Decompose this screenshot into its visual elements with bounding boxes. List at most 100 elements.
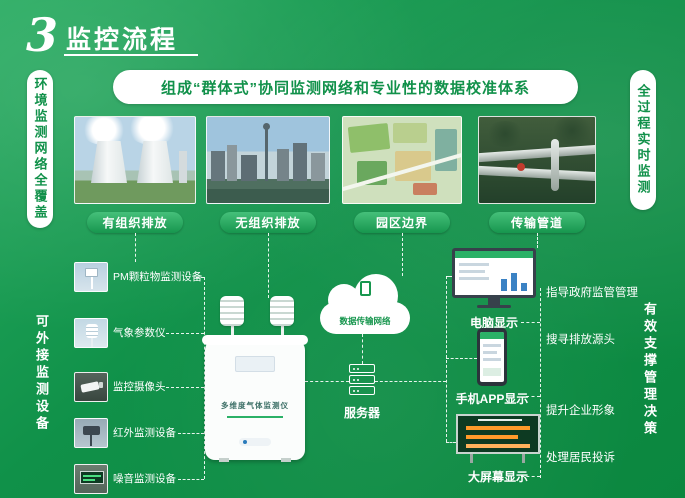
tower-shape [265,127,268,181]
building-shape [227,145,237,181]
park-boundary-map-image [342,116,462,204]
device-label: 红外监测设备 [113,427,176,439]
side-banner-right: 全过程实时监测 [630,70,656,210]
computer-display-label: 电脑显示 [469,316,518,330]
server-unit [349,364,375,373]
chart-bar-shape [521,283,527,291]
source-pill-label: 有组织排放 [102,216,168,230]
device-label: 噪音监测设备 [113,473,176,485]
connector-line [526,396,540,397]
network-label: 数据传输网络 [339,316,391,326]
station-sensor-head [270,296,294,326]
led-text-shape [466,444,530,448]
source-pill-label: 传输管道 [510,216,563,230]
source-pill-pipeline: 传输管道 [489,212,585,233]
connector-line [166,387,204,388]
pipe-shape [479,144,595,163]
monitoring-station-image: 多维度气体监测仪 [202,335,308,462]
phone-display-label: 手机APP显示 [455,392,529,406]
camera-body-shape [80,381,100,393]
computer-monitor-image [452,248,536,298]
chart-bar-shape [501,279,507,291]
device-label: 监控摄像头 [113,381,166,393]
cloud-server-icon [360,281,371,296]
page-title: 监控流程 [66,26,179,54]
headline-banner: 组成“群体式”协同监测网络和专业性的数据校准体系 [113,70,578,104]
server-led [353,378,355,381]
connector-line [135,233,136,262]
station-foot [219,458,229,462]
server-label: 服务器 [343,406,380,420]
source-pill-label: 无组织排放 [235,216,301,230]
pipe-shape [551,139,559,191]
cctv-camera-image [74,372,108,402]
screen-header-shape [455,251,533,258]
connector-line [178,433,204,434]
building-shape [277,149,289,181]
tower-top-shape [263,123,270,130]
connector-line [196,277,204,278]
louver-sensor-shape [86,324,98,338]
connector-line [362,334,363,364]
devices-group-label: 可外接监测设备 [34,314,49,433]
connector-line [402,233,403,276]
billboard-leg [522,454,525,463]
building-shape [293,143,307,181]
connector-line [537,233,538,248]
billboard-leg [470,454,473,463]
led-text-shape [466,426,530,430]
network-cloud: 数据传输网络 [320,274,410,334]
monitor-base [477,305,511,308]
side-banner-right-label: 全过程实时监测 [635,84,651,196]
pole-shape [91,269,93,289]
pole-shape [91,338,93,347]
chimney-shape [179,151,187,183]
led-text-shape [466,435,518,439]
connector-line [521,476,540,477]
server-unit [349,386,375,395]
title-underline [64,54,198,56]
screen-row-shape [483,358,501,361]
station-canopy-shape [202,335,308,345]
outcome-item: 指导政府监管管理 [546,287,638,299]
connector-line [446,276,452,277]
connector-line [305,381,349,382]
map-block [347,122,391,154]
cloud-shape [320,302,410,334]
source-pill-park-boundary: 园区边界 [354,212,450,233]
phone-image [477,328,507,386]
server-led [353,389,355,392]
map-block [435,129,457,171]
screen-chart-shape [483,368,501,376]
connector-line [375,381,446,382]
screen-header-shape [480,332,504,339]
infrared-monitor-image [74,418,108,448]
connector-line [178,479,204,480]
station-sensor-head [220,296,244,326]
fugitive-emission-image [206,116,330,204]
device-label: 气象参数仪 [113,327,166,339]
outcome-item: 搜寻排放源头 [546,334,615,346]
slide-number: 3 [26,8,59,62]
valve-shape [517,163,525,171]
camera-body-shape [83,426,100,435]
connector-line [521,322,540,323]
outcome-item: 提升企业形象 [546,405,615,417]
pipe-shape [479,165,595,182]
phone-screen [480,332,504,382]
pole-shape [90,435,92,446]
steam-puff [127,117,177,145]
side-banner-left: 环境监测网络全覆盖 [27,70,53,228]
server-led [353,367,355,370]
station-foot [281,458,291,462]
headline-banner-text: 组成“群体式”协同监测网络和专业性的数据校准体系 [160,79,530,97]
server-unit [349,375,375,384]
outcomes-group-label: 有效支撑管理决策 [642,302,657,438]
building-shape [311,153,325,181]
source-pill-fugitive: 无组织排放 [220,212,316,233]
connector-line [446,442,456,443]
foliage-shape [485,121,525,147]
pipeline-image [478,116,596,204]
screen-row-shape [459,263,489,266]
screen-row-shape [483,344,501,347]
